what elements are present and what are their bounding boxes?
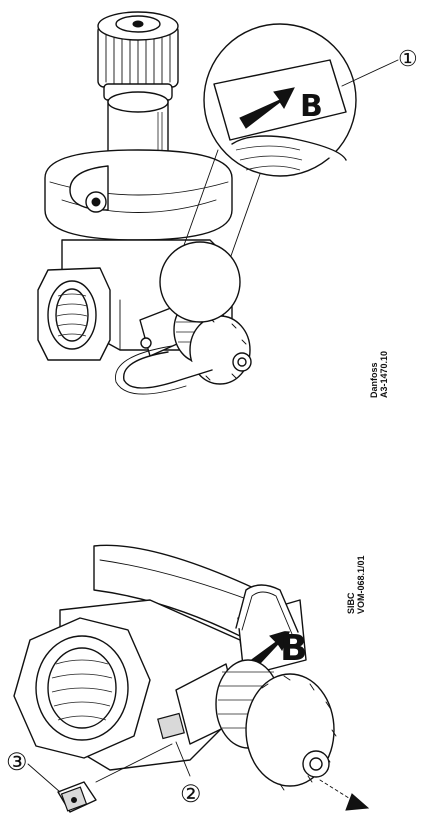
magnifier-leader-right (225, 173, 261, 271)
diaphragm-housing (44, 149, 233, 241)
callout-1-leader (341, 59, 399, 87)
callout-1: ① (398, 46, 418, 71)
nipple-hex-detail-3 (57, 743, 173, 813)
ref-code-1-line1: Danfoss (369, 362, 379, 398)
magnifier-leader-left (177, 149, 219, 263)
measuring-nipple-2 (157, 584, 337, 791)
flow-letter-2: B (280, 628, 307, 669)
inlet-port (37, 267, 111, 361)
callout-2: ② (180, 781, 202, 808)
knurled-cap (97, 11, 179, 101)
figure-1-valve: B B ① (37, 11, 418, 398)
magnified-detail-1: B (203, 23, 357, 177)
flow-letter-large: B (300, 89, 323, 124)
ref-code-2-line1: SIBC (346, 592, 356, 614)
callout-3: ③ (6, 749, 28, 776)
figure-2-valve: B ② ③ (6, 544, 370, 813)
nipple-hex-2 (157, 712, 185, 740)
ref-code-2-line2: VOM-068.1/01 (356, 555, 366, 614)
ref-code-1-line2: A3-1470.10 (379, 351, 389, 398)
callout-2-leader (175, 741, 191, 777)
callout-3-leader (27, 763, 61, 793)
magnifier-ring-small (159, 241, 241, 323)
pull-direction-arrow (319, 779, 370, 811)
inlet-port-2 (13, 617, 151, 759)
